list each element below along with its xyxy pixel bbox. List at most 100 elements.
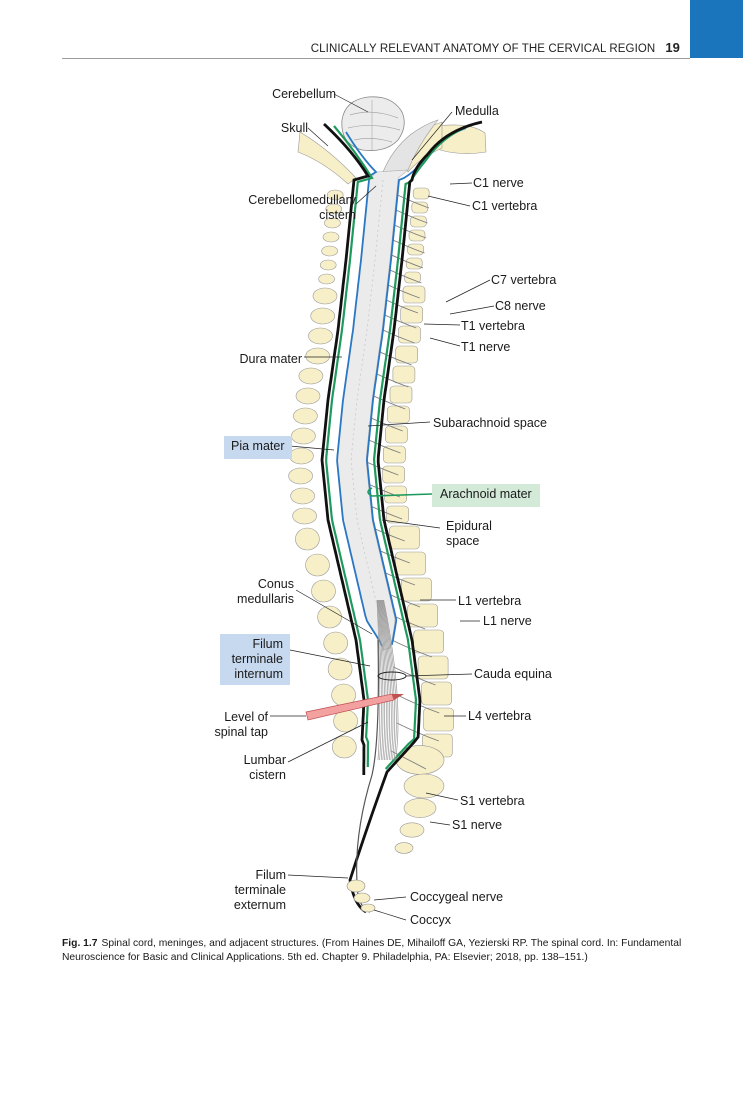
needle-tip bbox=[392, 694, 404, 700]
vertebral-body bbox=[408, 229, 426, 242]
vertebral-body bbox=[389, 385, 413, 404]
vertebral-body bbox=[400, 305, 424, 324]
label-line: Epidural bbox=[446, 519, 492, 533]
filum-terminale bbox=[356, 639, 379, 913]
label-line: cistern bbox=[249, 768, 286, 782]
leader-lines bbox=[270, 93, 495, 921]
label-line: Lumbar bbox=[243, 753, 286, 767]
spinous-process bbox=[324, 217, 341, 229]
vertebral-body bbox=[387, 405, 410, 424]
vertebral-body bbox=[395, 551, 426, 576]
spinous-process bbox=[319, 259, 337, 271]
sacral-segment bbox=[399, 822, 425, 838]
label-l4-vertebra: L4 vertebra bbox=[468, 709, 532, 723]
arachnoid-mater-right bbox=[372, 122, 475, 770]
cerebellum bbox=[341, 96, 405, 151]
spinous-process bbox=[322, 231, 340, 243]
cauda-equina-root bbox=[381, 599, 394, 761]
spinous-process bbox=[318, 273, 335, 285]
label-cauda-equina: Cauda equina bbox=[474, 667, 552, 681]
label-line: Level of bbox=[224, 710, 268, 724]
spinous-process bbox=[326, 189, 344, 201]
vertebral-body bbox=[389, 525, 420, 550]
label-line: medullaris bbox=[237, 592, 294, 606]
label-coccygeal-nerve: Coccygeal nerve bbox=[410, 890, 504, 904]
cauda-equina bbox=[376, 599, 399, 761]
label-filum-terminale-externum: Filum terminale externum bbox=[200, 868, 286, 913]
label-line: externum bbox=[233, 898, 286, 912]
page-number: 19 bbox=[665, 40, 680, 55]
vertebral-body bbox=[404, 271, 421, 284]
label-line: cistern bbox=[319, 208, 356, 222]
spinous-process bbox=[310, 307, 336, 325]
vertebral-body bbox=[423, 707, 454, 732]
vertebral-body bbox=[398, 325, 421, 344]
spinous-process bbox=[327, 657, 353, 681]
cauda-equina-root bbox=[382, 599, 397, 761]
label-coccyx: Coccyx bbox=[410, 913, 451, 927]
pia-mater-left bbox=[336, 131, 383, 647]
label-dura-mater: Dura mater bbox=[239, 352, 302, 366]
spinal-nerve-root bbox=[393, 666, 436, 686]
label-t1-vertebra: T1 vertebra bbox=[461, 319, 525, 333]
spinous-process bbox=[325, 203, 343, 215]
central-canal bbox=[350, 179, 385, 637]
cauda-equina-root bbox=[383, 599, 399, 761]
cauda-equina-root bbox=[378, 599, 386, 761]
pia-mater-right bbox=[366, 127, 467, 646]
medulla bbox=[382, 119, 439, 173]
vertebral-body bbox=[413, 629, 445, 654]
running-title: CLINICALLY RELEVANT ANATOMY OF THE CERVI… bbox=[310, 43, 656, 55]
label-pia-mater: Pia mater bbox=[224, 436, 292, 459]
label-c8-nerve: C8 nerve bbox=[495, 299, 546, 313]
spinous-process bbox=[293, 407, 318, 425]
label-c1-nerve: C1 nerve bbox=[473, 176, 524, 190]
spinal-nerve-root bbox=[390, 750, 427, 770]
label-level-of-spinal-tap: Level of spinal tap bbox=[200, 710, 268, 740]
spinous-process bbox=[295, 527, 320, 551]
vertebral-body bbox=[402, 285, 426, 304]
caption-text: Spinal cord, meninges, and adjacent stru… bbox=[62, 938, 682, 963]
spinous-process bbox=[308, 327, 333, 345]
label-l1-vertebra: L1 vertebra bbox=[458, 594, 522, 608]
label-filum-terminale-internum: Filum terminale internum bbox=[220, 634, 290, 685]
label-line: Filum bbox=[252, 637, 283, 651]
label-line: Conus bbox=[257, 577, 294, 591]
cauda-equina-root bbox=[380, 599, 391, 761]
label-subarachnoid-space: Subarachnoid space bbox=[433, 416, 547, 430]
spinal-nerve-root bbox=[397, 694, 440, 714]
spinous-process bbox=[321, 245, 338, 257]
figure-number: Fig. 1.7 bbox=[62, 938, 98, 949]
header-rule bbox=[62, 58, 690, 59]
label-line: space bbox=[446, 534, 480, 548]
label-conus-medullaris: Conus medullaris bbox=[210, 577, 294, 607]
label-line: Cerebellomedullary bbox=[248, 193, 356, 207]
label-s1-nerve: S1 nerve bbox=[452, 818, 503, 832]
label-line: spinal tap bbox=[214, 725, 268, 739]
label-line: terminale bbox=[234, 883, 286, 897]
vertebral-body bbox=[412, 187, 430, 200]
cauda-equina-root bbox=[379, 599, 389, 761]
label-medulla: Medulla bbox=[455, 104, 499, 118]
label-c1-vertebra: C1 vertebra bbox=[472, 199, 538, 213]
sacral-segment bbox=[403, 798, 437, 818]
running-header: CLINICALLY RELEVANT ANATOMY OF THE CERVI… bbox=[0, 40, 680, 55]
coccyx bbox=[346, 879, 376, 913]
label-s1-vertebra: S1 vertebra bbox=[460, 794, 525, 808]
spinous-process bbox=[290, 487, 315, 505]
vertebral-body bbox=[410, 215, 427, 228]
cauda-equina-root bbox=[377, 599, 382, 761]
vertebral-body bbox=[386, 505, 409, 524]
spinous-process bbox=[292, 507, 317, 525]
cauda-equina-root bbox=[380, 599, 392, 761]
sacral-segment bbox=[394, 842, 414, 854]
cauda-equina-root bbox=[377, 599, 384, 761]
label-epidural-space: Epidural space bbox=[446, 519, 492, 549]
spinous-process bbox=[312, 287, 338, 305]
label-l1-nerve: L1 nerve bbox=[483, 614, 532, 628]
spinous-process bbox=[298, 367, 324, 385]
arachnoid-pointer bbox=[367, 487, 433, 497]
dura-mater-right bbox=[348, 120, 483, 914]
dura-mater-left bbox=[320, 122, 371, 775]
spinous-process bbox=[288, 467, 313, 485]
